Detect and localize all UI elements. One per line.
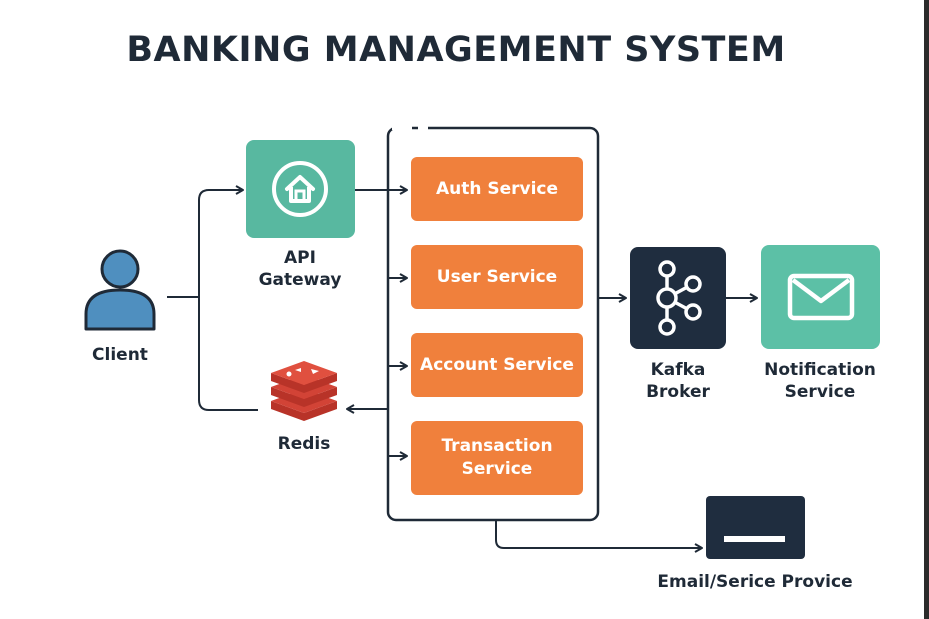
account-service-node[interactable]: Account Service bbox=[411, 333, 583, 397]
services-container bbox=[386, 126, 600, 522]
api-gateway-label: API Gateway bbox=[258, 248, 342, 290]
envelope-icon bbox=[787, 273, 855, 321]
auth-service-node[interactable]: Auth Service bbox=[411, 157, 583, 221]
user-icon bbox=[84, 249, 156, 331]
services-to-email-arrow bbox=[495, 520, 703, 553]
email-provider-node[interactable] bbox=[706, 496, 805, 559]
card-icon bbox=[724, 536, 785, 542]
client-trunk-line bbox=[198, 185, 244, 201]
notification-service-node[interactable] bbox=[761, 245, 880, 349]
transaction-service-node[interactable]: Transaction Service bbox=[411, 421, 583, 495]
client-to-redis-line bbox=[198, 399, 258, 411]
redis-stack-icon bbox=[271, 361, 337, 421]
user-service-node[interactable]: User Service bbox=[411, 245, 583, 309]
edge-strip bbox=[924, 0, 929, 619]
email-provider-label: Email/Serice Provice bbox=[657, 572, 853, 592]
kafka-icon bbox=[656, 260, 702, 336]
home-icon bbox=[272, 161, 328, 217]
kafka-broker-node[interactable] bbox=[630, 247, 726, 349]
page-title: BANKING MANAGEMENT SYSTEM bbox=[126, 30, 786, 70]
redis-label: Redis bbox=[277, 434, 331, 454]
api-gateway-node[interactable] bbox=[246, 140, 355, 238]
client-label: Client bbox=[92, 345, 148, 365]
kafka-broker-label: Kafka Broker bbox=[646, 360, 710, 402]
notification-service-label: Notification Service bbox=[764, 360, 876, 402]
